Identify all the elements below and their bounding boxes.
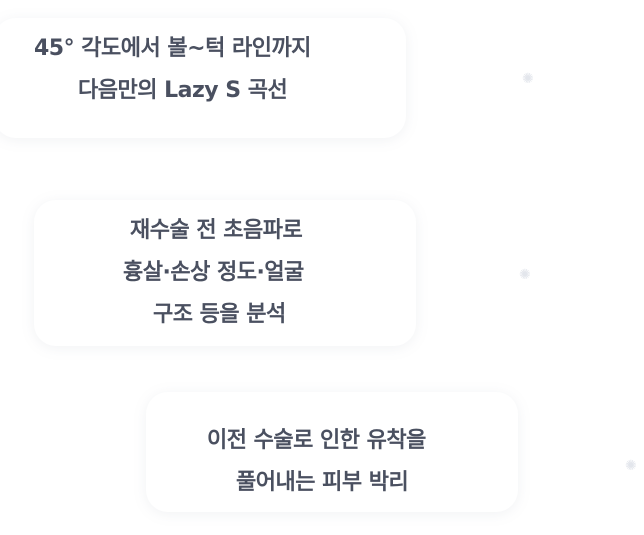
feature-2-line-2: 흉살·손상 정도·얼굴	[123, 260, 304, 285]
feature-1-line-2: 다음만의 Lazy S 곡선	[78, 78, 288, 103]
feature-2-line-3: 구조 등을 분석	[153, 302, 286, 327]
sparkle-icon: ✺	[519, 267, 531, 283]
feature-card-lazy-s-curve	[0, 18, 406, 138]
feature-1-line-1: 45° 각도에서 볼~턱 라인까지	[34, 36, 311, 61]
sparkle-icon: ✺	[625, 458, 637, 474]
sparkle-icon: ✺	[522, 71, 534, 87]
feature-3-line-2: 풀어내는 피부 박리	[236, 470, 409, 495]
feature-3-line-1: 이전 수술로 인한 유착을	[207, 428, 426, 453]
feature-card-skin-dissection	[146, 392, 518, 512]
feature-card-ultrasound-analysis	[34, 200, 416, 346]
feature-2-line-1: 재수술 전 초음파로	[130, 218, 303, 243]
